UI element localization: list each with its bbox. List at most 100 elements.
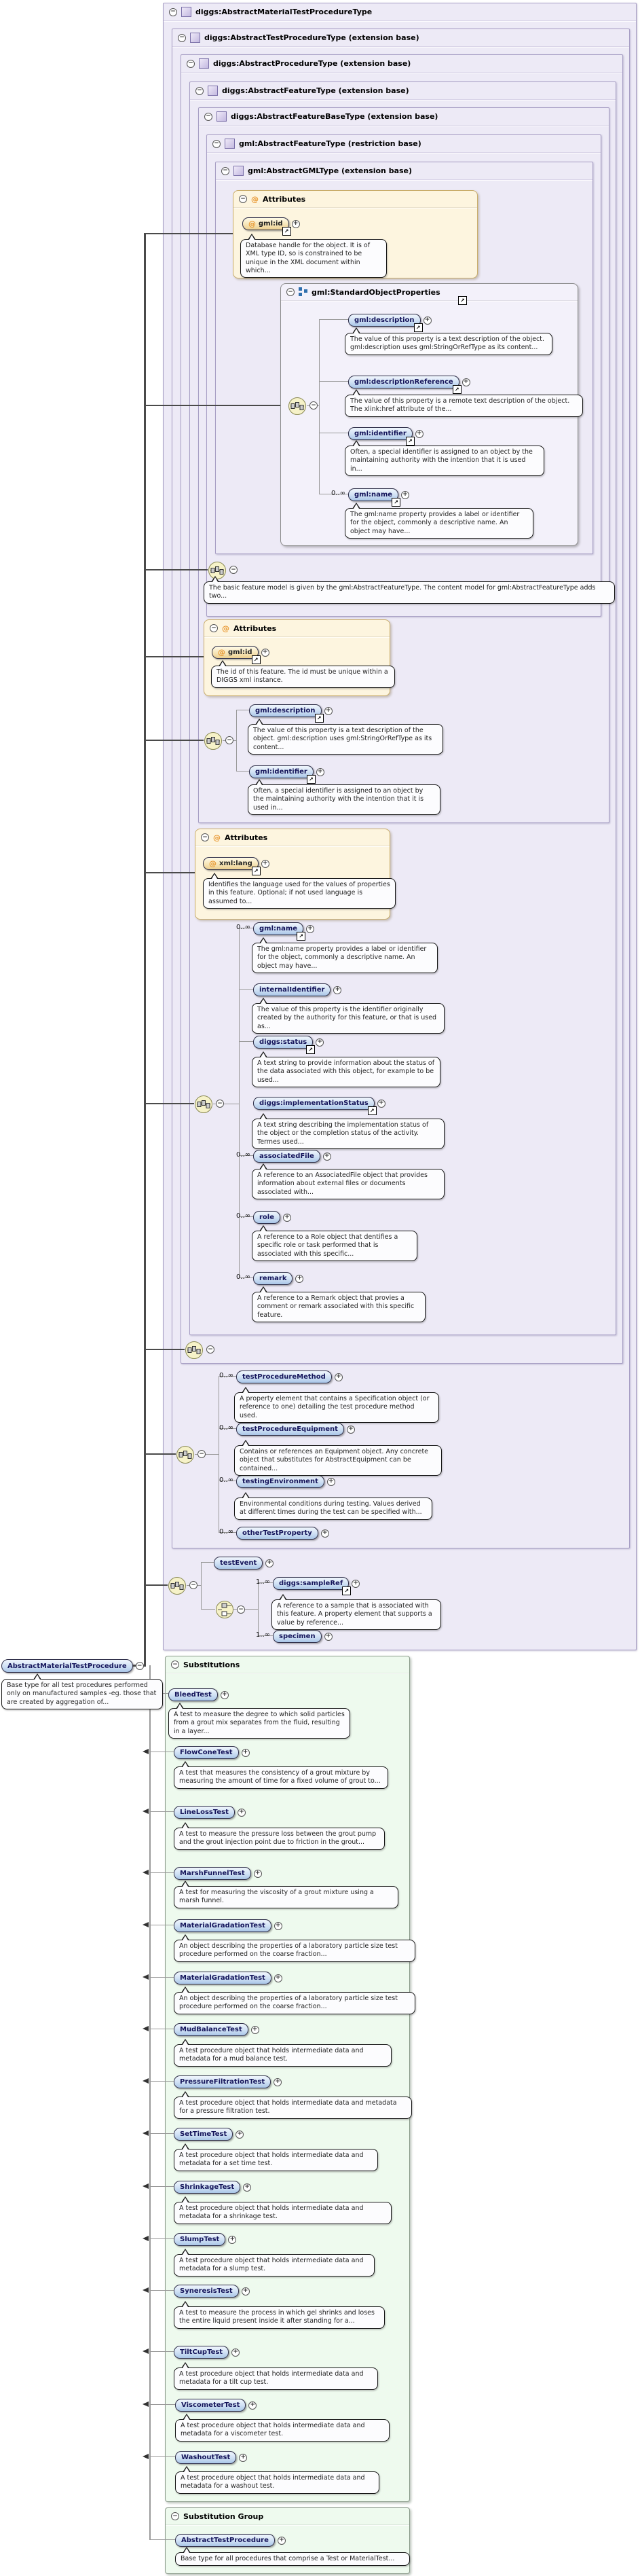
sequence-icon-feature-base[interactable] xyxy=(204,731,223,750)
expand-icon[interactable]: + xyxy=(324,1632,333,1641)
expand-icon[interactable]: + xyxy=(322,1152,331,1161)
collapse-icon[interactable]: − xyxy=(210,624,218,632)
expand-icon[interactable]: + xyxy=(274,1921,282,1930)
collapse-toggle-root-element[interactable]: − xyxy=(135,1662,144,1670)
link-arrow-icon[interactable]: ↗ xyxy=(314,714,324,723)
link-arrow-icon[interactable]: ↗ xyxy=(306,775,316,784)
expand-icon[interactable]: + xyxy=(241,1748,250,1757)
substitution-PressureFiltrationTest[interactable]: PressureFiltrationTest xyxy=(174,2075,271,2088)
element-gml-description-2[interactable]: gml:description↗ xyxy=(249,704,324,723)
expand-icon[interactable]: + xyxy=(306,924,315,933)
substitution-BleedTest[interactable]: BleedTest xyxy=(168,1688,218,1701)
expand-icon[interactable]: + xyxy=(334,1373,343,1381)
link-arrow-icon[interactable]: ↗ xyxy=(251,655,261,664)
attribute-gml-id-2[interactable]: @gml:id↗ xyxy=(212,646,261,664)
substitution-SlumpTest[interactable]: SlumpTest xyxy=(174,2233,226,2246)
link-arrow-icon[interactable]: ↗ xyxy=(282,227,291,236)
expand-icon[interactable]: + xyxy=(316,767,324,776)
expand-icon[interactable]: + xyxy=(291,219,300,228)
expand-icon[interactable]: + xyxy=(248,2401,257,2410)
attribute-xml-lang[interactable]: @xml:lang↗ xyxy=(203,857,261,875)
expand-icon[interactable]: + xyxy=(423,316,432,325)
sequence-icon-procedure[interactable] xyxy=(185,1341,204,1360)
element-gml-description-1[interactable]: gml:description↗ xyxy=(348,314,423,332)
expand-icon[interactable]: + xyxy=(377,1099,385,1108)
expand-icon[interactable]: + xyxy=(401,490,410,499)
expand-icon[interactable]: + xyxy=(253,1869,262,1878)
link-arrow-icon[interactable]: ↗ xyxy=(392,498,401,507)
link-arrow-icon[interactable]: ↗ xyxy=(342,1586,352,1595)
collapse-icon[interactable]: − xyxy=(171,1661,179,1669)
element-testProcedureEquipment[interactable]: testProcedureEquipment xyxy=(236,1423,344,1436)
substitution-TiltCupTest[interactable]: TiltCupTest xyxy=(174,2346,229,2359)
expand-icon[interactable]: + xyxy=(236,2130,244,2139)
element-gml-identifier-1[interactable]: gml:identifier↗ xyxy=(348,427,415,446)
expand-icon[interactable]: + xyxy=(231,2348,240,2357)
link-arrow-icon[interactable]: ↗ xyxy=(405,437,415,446)
expand-icon[interactable]: + xyxy=(326,1477,335,1486)
expand-icon[interactable]: + xyxy=(462,378,470,386)
collapse-toggle-gml-feature-seq[interactable]: − xyxy=(229,566,238,574)
substitution-MaterialGradationTest-2[interactable]: MaterialGradationTest xyxy=(174,1972,271,1984)
collapse-icon[interactable]: − xyxy=(286,288,295,296)
element-testProcedureMethod[interactable]: testProcedureMethod xyxy=(236,1371,332,1383)
element-testingEnvironment[interactable]: testingEnvironment xyxy=(236,1475,324,1488)
expand-icon[interactable]: + xyxy=(220,1690,229,1699)
collapse-toggle-diggs-feature-seq[interactable]: − xyxy=(216,1100,224,1108)
element-diggs-implementationStatus[interactable]: diggs:implementationStatus↗ xyxy=(253,1097,377,1115)
attribute-gml-id-1[interactable]: @gml:id↗ xyxy=(242,217,291,236)
substitution-WashoutTest[interactable]: WashoutTest xyxy=(175,2451,237,2464)
substitution-FlowConeTest[interactable]: FlowConeTest xyxy=(174,1746,239,1759)
substitution-SyneresisTest[interactable]: SyneresisTest xyxy=(174,2285,239,2298)
substitution-MudBalanceTest[interactable]: MudBalanceTest xyxy=(174,2023,248,2036)
expand-icon[interactable]: + xyxy=(415,429,423,438)
expand-icon[interactable]: + xyxy=(239,2453,248,2462)
element-role[interactable]: role xyxy=(253,1211,281,1224)
collapse-icon[interactable]: − xyxy=(221,166,229,175)
sequence-icon-diggs-feature[interactable] xyxy=(194,1095,213,1114)
substitution-group-AbstractTestProcedure[interactable]: AbstractTestProcedure xyxy=(175,2534,275,2547)
expand-icon[interactable]: + xyxy=(274,1974,282,1982)
collapse-icon[interactable]: − xyxy=(169,7,177,16)
element-gml-name-2[interactable]: gml:name↗ xyxy=(253,922,306,941)
collapse-toggle-feature-base-seq[interactable]: − xyxy=(225,736,233,744)
link-arrow-icon[interactable]: ↗ xyxy=(367,1106,377,1115)
expand-icon[interactable]: + xyxy=(265,1559,274,1567)
element-diggs-status[interactable]: diggs:status↗ xyxy=(253,1036,316,1054)
expand-icon[interactable]: + xyxy=(261,648,269,657)
collapse-icon[interactable]: − xyxy=(201,833,209,841)
expand-icon[interactable]: + xyxy=(228,2235,237,2244)
sequence-icon-gml-abstract-feature[interactable] xyxy=(208,561,227,580)
expand-icon[interactable]: + xyxy=(274,2078,282,2086)
collapse-icon[interactable]: − xyxy=(178,33,186,42)
link-arrow-icon[interactable]: ↗ xyxy=(413,323,423,332)
expand-icon[interactable]: + xyxy=(237,1808,246,1817)
collapse-toggle-sop-seq[interactable]: − xyxy=(309,401,318,410)
expand-icon[interactable]: + xyxy=(352,1579,360,1588)
link-arrow-icon[interactable]: ↗ xyxy=(458,296,467,305)
expand-icon[interactable]: + xyxy=(295,1274,304,1283)
link-arrow-icon[interactable]: ↗ xyxy=(251,867,261,875)
expand-icon[interactable]: + xyxy=(316,1038,324,1047)
collapse-icon[interactable]: − xyxy=(239,195,247,203)
substitution-SetTimeTest[interactable]: SetTimeTest xyxy=(174,2128,233,2141)
element-remark[interactable]: remark xyxy=(253,1272,293,1285)
element-otherTestProperty[interactable]: otherTestProperty xyxy=(236,1527,318,1540)
expand-icon[interactable]: + xyxy=(241,2287,250,2296)
link-arrow-icon[interactable]: ↗ xyxy=(452,385,462,394)
substitution-LineLossTest[interactable]: LineLossTest xyxy=(174,1806,235,1819)
collapse-icon[interactable]: − xyxy=(187,59,195,68)
element-associatedFile[interactable]: associatedFile xyxy=(253,1150,320,1163)
collapse-icon[interactable]: − xyxy=(171,2512,179,2520)
link-arrow-icon[interactable]: ↗ xyxy=(306,1045,316,1054)
substitution-ShrinkageTest[interactable]: ShrinkageTest xyxy=(174,2181,241,2194)
collapse-icon[interactable]: − xyxy=(212,139,221,148)
element-gml-name-1[interactable]: gml:name↗ xyxy=(348,488,401,507)
element-gml-descriptionReference[interactable]: gml:descriptionReference↗ xyxy=(348,376,462,394)
sequence-icon-test-procedure[interactable] xyxy=(176,1445,195,1464)
expand-icon[interactable]: + xyxy=(250,2025,259,2034)
collapse-toggle-procedure-seq[interactable]: − xyxy=(206,1345,214,1354)
link-arrow-icon[interactable]: ↗ xyxy=(297,932,306,941)
expand-icon[interactable]: + xyxy=(346,1425,355,1434)
element-gml-identifier-2[interactable]: gml:identifier↗ xyxy=(249,765,316,784)
